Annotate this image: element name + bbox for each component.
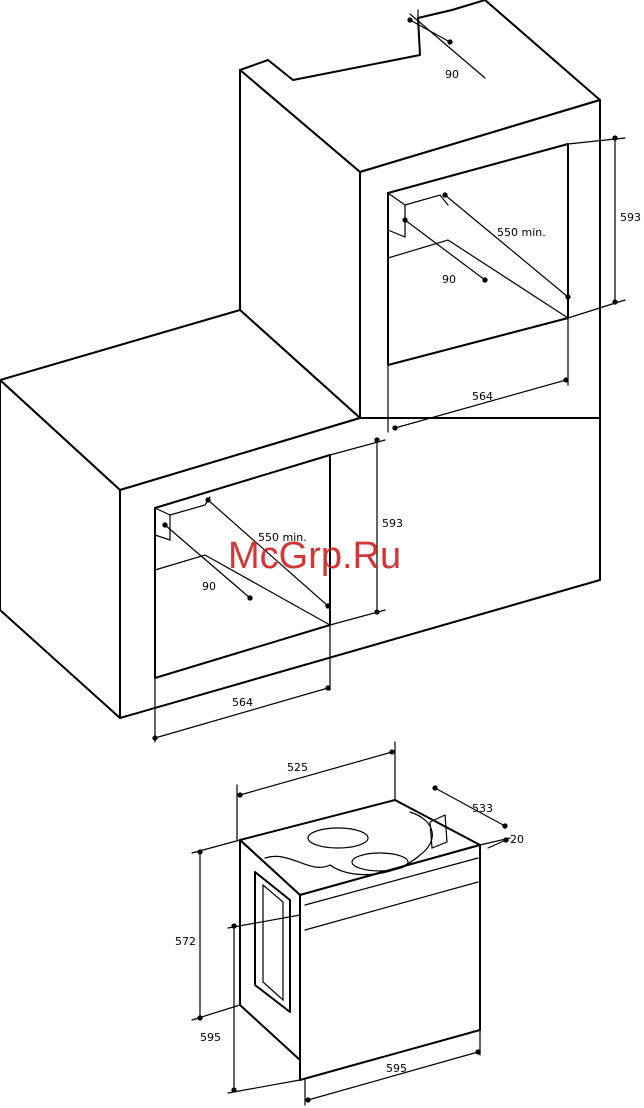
oven-depth-total-label: 533 [472,802,493,815]
lower-vent-label: 90 [202,580,216,593]
oven [240,800,480,1080]
oven-front-protrusion-label: 20 [510,833,524,846]
oven-front-height-label: 595 [200,1031,221,1044]
upper-height-label: 593 [620,211,641,224]
tall-cabinet [240,0,600,420]
upper-vent-label: 90 [442,273,456,286]
upper-width-label: 564 [472,390,493,403]
oven-depth-body-label: 525 [287,761,308,774]
lower-width-label: 564 [232,696,253,709]
oven-body-height-label: 572 [175,935,196,948]
lower-height-label: 593 [382,517,403,530]
upper-top-vent-label: 90 [445,68,459,81]
watermark: McGrp.Ru [228,535,401,577]
upper-depth-label: 550 min. [497,226,546,239]
oven-front-width-label: 595 [386,1062,407,1075]
